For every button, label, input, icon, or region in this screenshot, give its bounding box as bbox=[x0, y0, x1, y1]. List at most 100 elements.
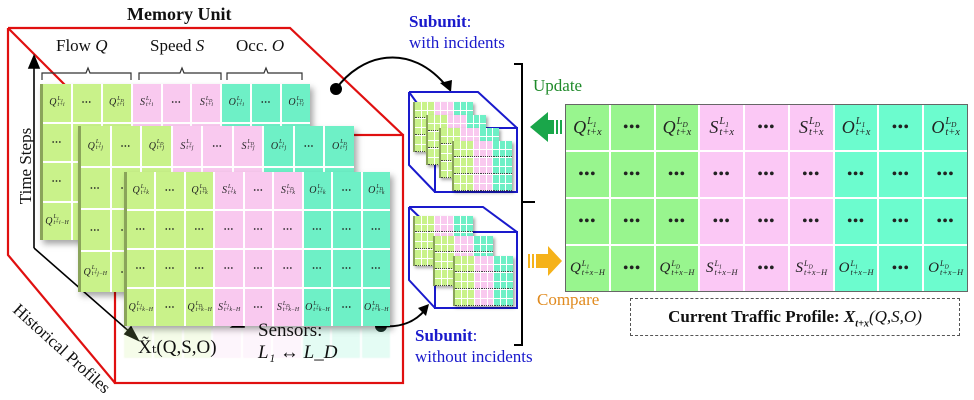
mini-cell bbox=[487, 244, 493, 252]
mini-cell bbox=[487, 281, 494, 289]
mini-cell bbox=[500, 256, 507, 264]
profile-cell: ••• bbox=[610, 199, 654, 244]
mini-cell bbox=[447, 224, 454, 232]
mini-cell bbox=[493, 175, 499, 183]
mini-cell bbox=[441, 216, 447, 224]
memory-cell: ⋯ bbox=[156, 250, 184, 287]
mini-cell bbox=[507, 273, 513, 281]
mini-cell bbox=[474, 281, 481, 289]
mini-cell bbox=[434, 102, 441, 110]
reflection-cell bbox=[302, 328, 331, 358]
memory-cell: ⋯ bbox=[111, 126, 141, 166]
mini-cell bbox=[415, 233, 421, 241]
mini-cell bbox=[441, 115, 447, 123]
profile-cell: ••• bbox=[610, 152, 654, 197]
mini-cell bbox=[507, 290, 513, 298]
mini-cell bbox=[486, 141, 493, 149]
mini-cell bbox=[441, 236, 448, 244]
brace-occ bbox=[226, 66, 303, 80]
mini-cell bbox=[434, 149, 441, 157]
group-symbol: O bbox=[271, 36, 285, 55]
profile-cell: ••• bbox=[745, 246, 788, 291]
mini-cell bbox=[487, 298, 494, 306]
mini-cell bbox=[421, 233, 428, 241]
memory-cell: ⋯ bbox=[244, 172, 273, 209]
current-traffic-profile-caption: Current Traffic Profile: Xt+x(Q,S,O) bbox=[630, 298, 960, 336]
mini-cell bbox=[473, 166, 480, 174]
reflection-cell bbox=[124, 328, 152, 358]
mini-cell bbox=[481, 256, 487, 264]
mini-cell bbox=[480, 149, 486, 157]
mini-cell bbox=[467, 141, 473, 149]
reflection-cell bbox=[183, 328, 212, 358]
mini-cell bbox=[467, 224, 473, 232]
mini-cell bbox=[448, 278, 454, 286]
time-axis-arrowhead bbox=[27, 53, 41, 69]
memory-cell: ⋯ bbox=[156, 289, 184, 326]
x-tilde-label: X̃ₜ(Q,S,O) bbox=[138, 337, 217, 358]
mini-cell bbox=[474, 244, 480, 252]
mini-cell bbox=[487, 290, 494, 298]
mini-cell bbox=[441, 244, 448, 252]
history-axis-arrowhead bbox=[123, 325, 140, 342]
mini-cell bbox=[467, 115, 473, 123]
mini-cell bbox=[454, 244, 461, 252]
memory-cell: ⋯ bbox=[156, 211, 184, 248]
profile-cell: ••• bbox=[834, 152, 878, 197]
memory-cell: ⋯ bbox=[244, 250, 273, 287]
group-label-occ: Occ. O bbox=[236, 36, 284, 56]
mini-cell bbox=[461, 273, 468, 281]
subunit-mini-layer bbox=[453, 256, 513, 306]
mini-cell bbox=[467, 236, 474, 244]
sensors-title: Sensors: bbox=[258, 320, 323, 341]
profile-cell: ••• bbox=[879, 105, 923, 150]
memory-cell: ⋯ bbox=[127, 211, 155, 248]
mini-cell bbox=[500, 273, 507, 281]
group-name: Speed bbox=[150, 36, 192, 55]
mini-cell bbox=[421, 119, 428, 127]
mini-cell bbox=[461, 236, 467, 244]
mini-cell bbox=[507, 264, 513, 272]
mini-cell bbox=[506, 158, 512, 166]
mini-cell bbox=[454, 102, 460, 110]
mini-cell bbox=[448, 253, 454, 261]
mini-cell bbox=[468, 264, 474, 272]
mini-cell bbox=[460, 102, 467, 110]
mini-cell bbox=[421, 144, 428, 152]
mini-cell bbox=[487, 273, 494, 281]
memory-cell: ⋯ bbox=[244, 289, 273, 326]
memory-cell: ⋯ bbox=[274, 250, 302, 287]
profile-cell: ••• bbox=[834, 199, 878, 244]
memory-cell: ⋯ bbox=[244, 211, 273, 248]
mini-cell bbox=[448, 270, 454, 278]
group-symbol: Q bbox=[95, 36, 108, 55]
profile-cell: ••• bbox=[879, 246, 923, 291]
mini-cell bbox=[460, 115, 467, 123]
profile-cell: ••• bbox=[700, 152, 744, 197]
mini-cell bbox=[500, 281, 507, 289]
mini-cell bbox=[454, 183, 460, 191]
mini-cell bbox=[461, 290, 468, 298]
mini-cell bbox=[468, 256, 474, 264]
mini-cell bbox=[467, 149, 473, 157]
mini-cell bbox=[415, 250, 421, 258]
mini-cell bbox=[473, 183, 480, 191]
memory-cell: ⋯ bbox=[362, 250, 390, 287]
sensors-range: L₁ ↔ L_D bbox=[258, 342, 338, 363]
mini-cell bbox=[441, 170, 447, 178]
mini-cell bbox=[455, 281, 461, 289]
mini-cell bbox=[473, 158, 480, 166]
profile-cell: ••• bbox=[610, 105, 654, 150]
mini-cell bbox=[467, 244, 474, 252]
mini-cell bbox=[481, 273, 487, 281]
